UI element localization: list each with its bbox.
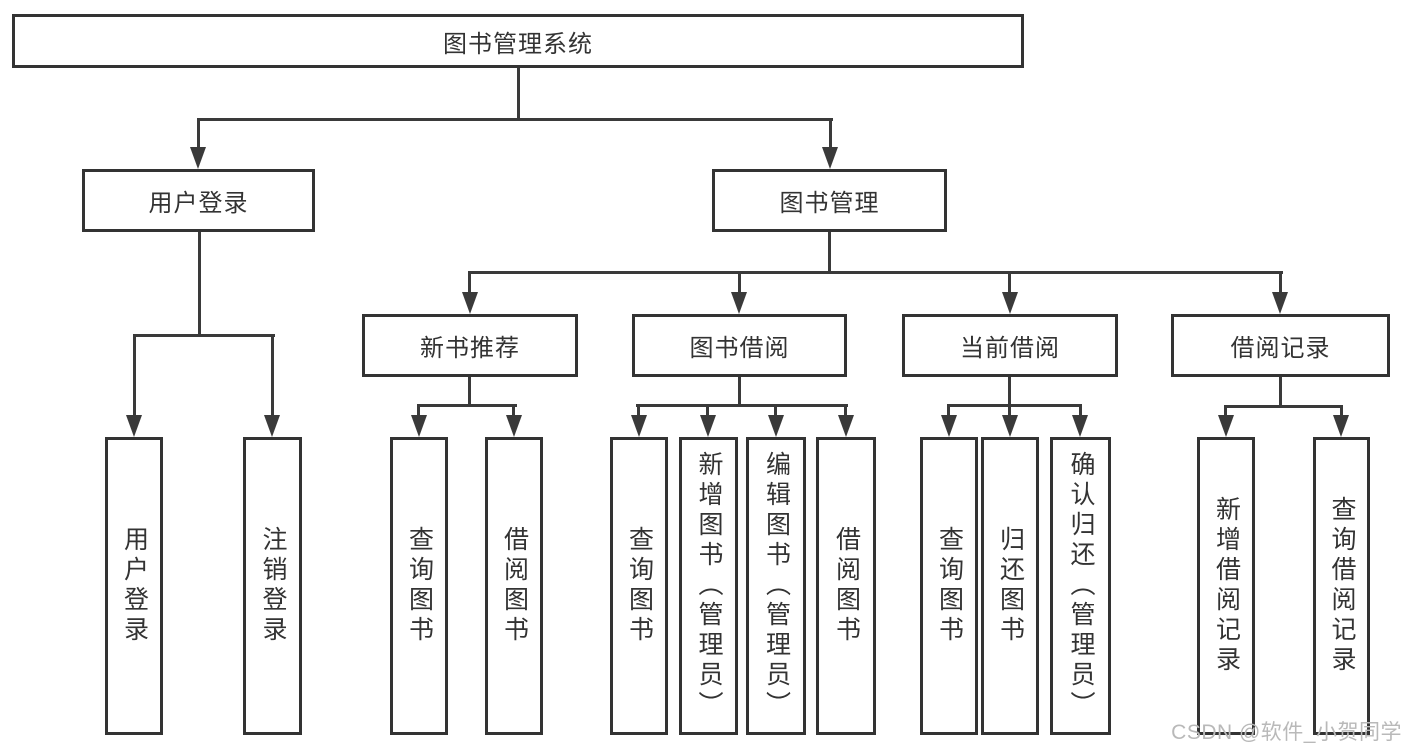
node-bb-add: 新增图书（管理员） <box>679 437 738 735</box>
arrow-down-icon <box>838 415 854 437</box>
arrow-down-icon <box>1272 292 1288 314</box>
arrow-down-icon <box>190 147 206 169</box>
connector-br-crossbar <box>1224 405 1343 408</box>
connector-to-br-query <box>1340 405 1343 418</box>
node-br-add: 新增借阅记录 <box>1197 437 1255 735</box>
node-bb-borrow-label: 借阅图书 <box>832 526 861 646</box>
node-borrow-records: 借阅记录 <box>1171 314 1390 377</box>
node-bb-query-label: 查询图书 <box>625 526 654 646</box>
arrow-down-icon <box>731 292 747 314</box>
connector-to-bb-edit <box>774 404 777 418</box>
node-cb-return: 归还图书 <box>981 437 1039 735</box>
node-bb-edit-label: 编辑图书（管理员） <box>762 451 791 721</box>
connector-to-ul-login <box>133 334 136 418</box>
node-root: 图书管理系统 <box>12 14 1024 68</box>
node-ul-login: 用户登录 <box>105 437 163 735</box>
connector-nbr-trunk <box>468 377 471 407</box>
arrow-down-icon <box>768 415 784 437</box>
node-book-mgmt: 图书管理 <box>712 169 947 232</box>
arrow-down-icon <box>264 415 280 437</box>
arrow-down-icon <box>822 147 838 169</box>
connector-bb-trunk <box>738 377 741 407</box>
csdn-watermark: CSDN @软件_小贺同学 <box>1171 721 1402 744</box>
connector-bb-crossbar <box>636 404 848 407</box>
connector-to-bb-borrow <box>844 404 847 418</box>
node-cb-confirm-label: 确认归还（管理员） <box>1067 451 1095 721</box>
connector-root-to-user-login <box>197 118 200 150</box>
connector-root-to-book-mgmt <box>829 118 832 150</box>
node-bb-query: 查询图书 <box>610 437 668 735</box>
arrow-down-icon <box>506 415 522 437</box>
connector-to-current-borrow <box>1008 271 1011 295</box>
node-book-mgmt-label: 图书管理 <box>779 190 880 217</box>
arrow-down-icon <box>631 415 647 437</box>
arrow-down-icon <box>1002 415 1018 437</box>
node-nbr-borrow: 借阅图书 <box>485 437 543 735</box>
node-book-borrow: 图书借阅 <box>632 314 847 377</box>
connector-to-nbr-query <box>417 404 420 418</box>
node-nbr-borrow-label: 借阅图书 <box>500 526 529 646</box>
arrow-down-icon <box>1333 415 1349 437</box>
arrow-down-icon <box>941 415 957 437</box>
arrow-down-icon <box>1002 292 1018 314</box>
node-new-book-rec: 新书推荐 <box>362 314 578 377</box>
connector-cb-crossbar <box>947 404 1082 407</box>
connector-to-bb-query <box>637 404 640 418</box>
arrow-down-icon <box>126 415 142 437</box>
arrow-down-icon <box>411 415 427 437</box>
connector-to-cb-return <box>1008 404 1011 418</box>
node-ul-login-label: 用户登录 <box>120 526 149 646</box>
arrow-down-icon <box>1218 415 1234 437</box>
node-cb-confirm: 确认归还（管理员） <box>1050 437 1111 735</box>
node-borrow-records-label: 借阅记录 <box>1230 335 1331 362</box>
node-bb-add-label: 新增图书（管理员） <box>695 451 723 721</box>
node-ul-logout: 注销登录 <box>243 437 302 735</box>
node-root-label: 图书管理系统 <box>443 30 593 58</box>
node-cb-query: 查询图书 <box>920 437 978 735</box>
node-user-login: 用户登录 <box>82 169 315 232</box>
node-br-add-label: 新增借阅记录 <box>1212 496 1241 676</box>
connector-to-nbr-borrow <box>512 404 515 418</box>
connector-book-mgmt-trunk <box>828 232 831 274</box>
connector-to-ul-logout <box>271 334 274 418</box>
connector-to-cb-confirm <box>1079 404 1082 418</box>
node-new-book-rec-label: 新书推荐 <box>420 335 520 362</box>
node-nbr-query: 查询图书 <box>390 437 448 735</box>
node-cb-query-label: 查询图书 <box>935 526 964 646</box>
connector-book-mgmt-crossbar <box>468 271 1283 274</box>
node-bb-borrow: 借阅图书 <box>816 437 876 735</box>
connector-to-book-borrow <box>738 271 741 295</box>
connector-to-borrow-records <box>1279 271 1282 295</box>
node-current-borrow-label: 当前借阅 <box>960 335 1060 362</box>
arrow-down-icon <box>462 292 478 314</box>
connector-nbr-crossbar <box>417 404 517 407</box>
connector-to-br-add <box>1224 405 1227 418</box>
node-br-query-label: 查询借阅记录 <box>1328 496 1356 676</box>
node-current-borrow: 当前借阅 <box>902 314 1118 377</box>
connector-br-trunk <box>1279 377 1282 408</box>
connector-to-cb-query <box>947 404 950 418</box>
node-user-login-label: 用户登录 <box>148 190 249 217</box>
node-br-query: 查询借阅记录 <box>1313 437 1370 735</box>
connector-root-trunk <box>517 68 520 121</box>
connector-to-bb-add <box>706 404 709 418</box>
node-cb-return-label: 归还图书 <box>996 526 1025 646</box>
connector-root-crossbar <box>197 118 833 121</box>
connector-user-login-trunk <box>198 232 201 337</box>
node-book-borrow-label: 图书借阅 <box>689 335 790 362</box>
arrow-down-icon <box>1072 415 1088 437</box>
connector-user-login-crossbar <box>133 334 275 337</box>
connector-to-new-book-rec <box>468 271 471 295</box>
node-bb-edit: 编辑图书（管理员） <box>746 437 806 735</box>
connector-cb-trunk <box>1008 377 1011 407</box>
node-nbr-query-label: 查询图书 <box>405 526 434 646</box>
node-ul-logout-label: 注销登录 <box>259 526 287 646</box>
arrow-down-icon <box>700 415 716 437</box>
